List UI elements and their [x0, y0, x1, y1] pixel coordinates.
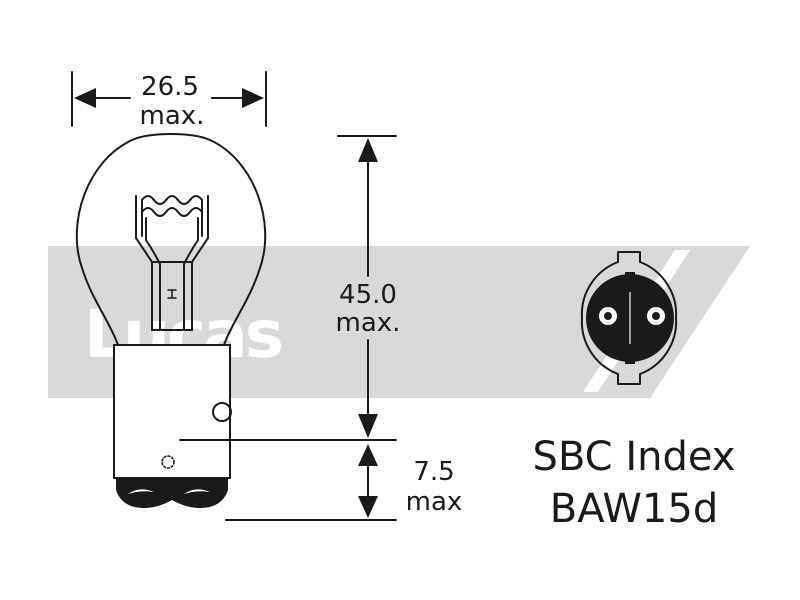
bulb-glass [75, 133, 267, 346]
arrow-down-small-icon [358, 496, 378, 518]
arrow-right-icon [242, 88, 264, 108]
width-qualifier: max. [140, 101, 205, 131]
pin-offset-value: 7.5 [413, 457, 454, 487]
contact-highlight [128, 489, 210, 494]
arrow-left-icon [74, 88, 96, 108]
height-qualifier: max. [336, 308, 401, 338]
contact-left [116, 478, 228, 508]
arrow-up-small-icon [358, 444, 378, 466]
height-dimension: 45.0 max. [179, 135, 401, 441]
filament-assembly [135, 195, 209, 331]
bayonet-pin [212, 402, 232, 422]
spec-line-2: BAW15d [550, 486, 718, 532]
bayonet-pin-rear [161, 455, 175, 469]
cap-end-view [580, 251, 678, 385]
width-value: 26.5 [141, 72, 199, 102]
arrow-down-icon [358, 414, 378, 438]
arrow-up-icon [358, 138, 378, 162]
height-value: 45.0 [339, 280, 397, 310]
cap-interior-fill [115, 346, 229, 477]
spec-line-1: SBC Index [533, 434, 736, 480]
pin-offset-dimension: 7.5 max [225, 444, 463, 521]
pin-offset-qualifier: max [406, 487, 463, 517]
width-dimension: 26.5 max. [71, 71, 267, 131]
